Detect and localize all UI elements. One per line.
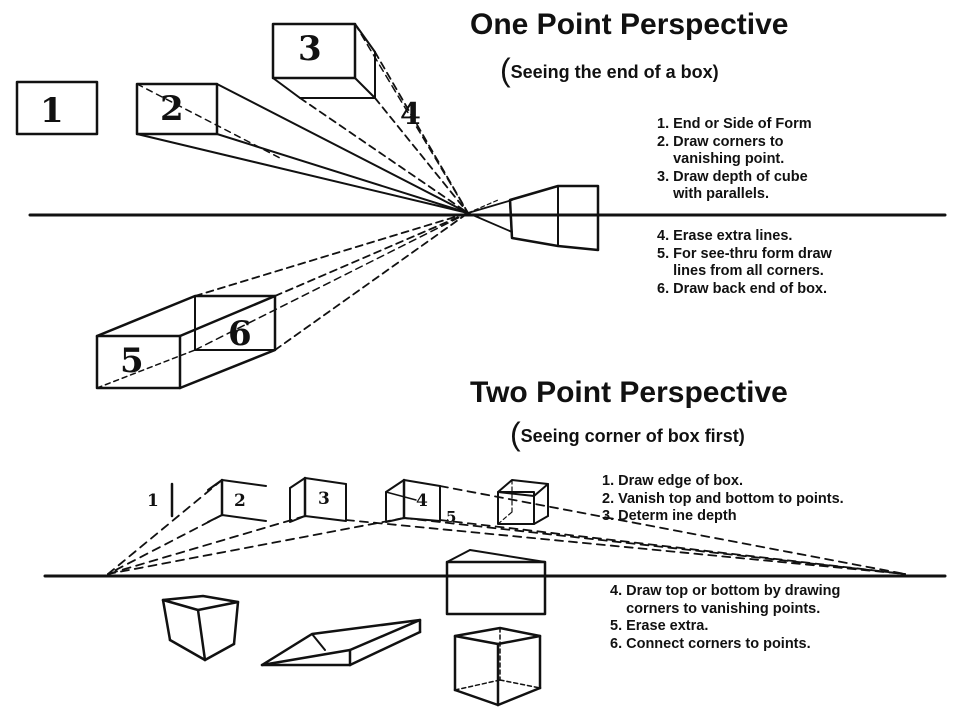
label-2: 2 bbox=[160, 89, 184, 129]
two-point-subtitle-paren: ( bbox=[510, 416, 521, 452]
two-point-label-2: 2 bbox=[234, 491, 246, 511]
step-item: 2. Vanish top and bottom to points. bbox=[602, 490, 844, 507]
one-point-subtitle-paren: ( bbox=[500, 52, 511, 88]
box-tall-open-top bbox=[161, 594, 240, 662]
step-item: 5. For see-thru form draw bbox=[657, 245, 832, 262]
two-point-subtitle-text: Seeing corner of box first) bbox=[520, 426, 745, 446]
step-item: lines from all corners. bbox=[657, 263, 824, 279]
two-point-steps-4-6: 4. Draw top or bottom by drawing corners… bbox=[610, 583, 840, 653]
label-5: 5 bbox=[120, 341, 144, 381]
label-6: 6 bbox=[228, 314, 252, 354]
two-point-label-4: 4 bbox=[416, 491, 428, 511]
step-item: 3. Determ ine depth bbox=[602, 508, 737, 524]
box-step-5 bbox=[497, 479, 549, 525]
one-point-subtitle-text: Seeing the end of a box) bbox=[510, 62, 719, 82]
step-item: 1. End or Side of Form bbox=[657, 116, 812, 132]
two-point-construction-lines bbox=[107, 479, 906, 575]
box-step-3 bbox=[289, 476, 347, 523]
box-on-horizon bbox=[445, 549, 547, 616]
step-item: 3. Draw depth of cube bbox=[657, 168, 808, 185]
two-point-label-5: 5 bbox=[446, 508, 456, 526]
box-step-2 bbox=[207, 478, 267, 523]
two-point-label-3: 3 bbox=[318, 489, 330, 509]
box-see-thru-cube bbox=[453, 626, 542, 707]
step-item: 4. Draw top or bottom by drawing bbox=[610, 583, 841, 599]
box-4 bbox=[467, 184, 600, 252]
box-3 bbox=[271, 22, 469, 214]
box-5-6 bbox=[95, 212, 469, 390]
step-item: 2. Draw corners to bbox=[657, 133, 784, 150]
step-item: with parallels. bbox=[657, 186, 770, 202]
label-3: 3 bbox=[298, 29, 322, 69]
box-1-front-face bbox=[15, 80, 99, 136]
box-step-4 bbox=[385, 478, 441, 523]
step-item: 5. Erase extra. bbox=[610, 618, 709, 634]
step-item: corners to vanishing points. bbox=[610, 600, 821, 617]
box-flat-slab bbox=[260, 618, 422, 667]
step-item: 6. Draw back end of box. bbox=[657, 280, 828, 297]
step-item: 6. Connect corners to points. bbox=[610, 635, 811, 652]
box-2 bbox=[135, 82, 469, 214]
label-4: 4 bbox=[400, 97, 421, 132]
step-item: 4. Erase extra lines. bbox=[657, 228, 793, 244]
one-point-steps-1-3: 1. End or Side of Form 2. Draw corners t… bbox=[657, 116, 812, 204]
one-point-subtitle: (Seeing the end of a box) bbox=[500, 52, 719, 89]
two-point-title: Two Point Perspective bbox=[470, 376, 788, 409]
two-point-steps-1-3: 1. Draw edge of box. 2. Vanish top and b… bbox=[602, 473, 844, 526]
step-item: vanishing point. bbox=[657, 151, 785, 167]
step-item: 1. Draw edge of box. bbox=[602, 473, 743, 489]
label-1: 1 bbox=[40, 91, 64, 131]
two-point-label-1: 1 bbox=[147, 491, 159, 511]
two-point-subtitle: (Seeing corner of box first) bbox=[510, 416, 745, 453]
one-point-title: One Point Perspective bbox=[470, 8, 789, 41]
one-point-steps-4-6: 4. Erase extra lines. 5. For see-thru fo… bbox=[657, 228, 832, 298]
